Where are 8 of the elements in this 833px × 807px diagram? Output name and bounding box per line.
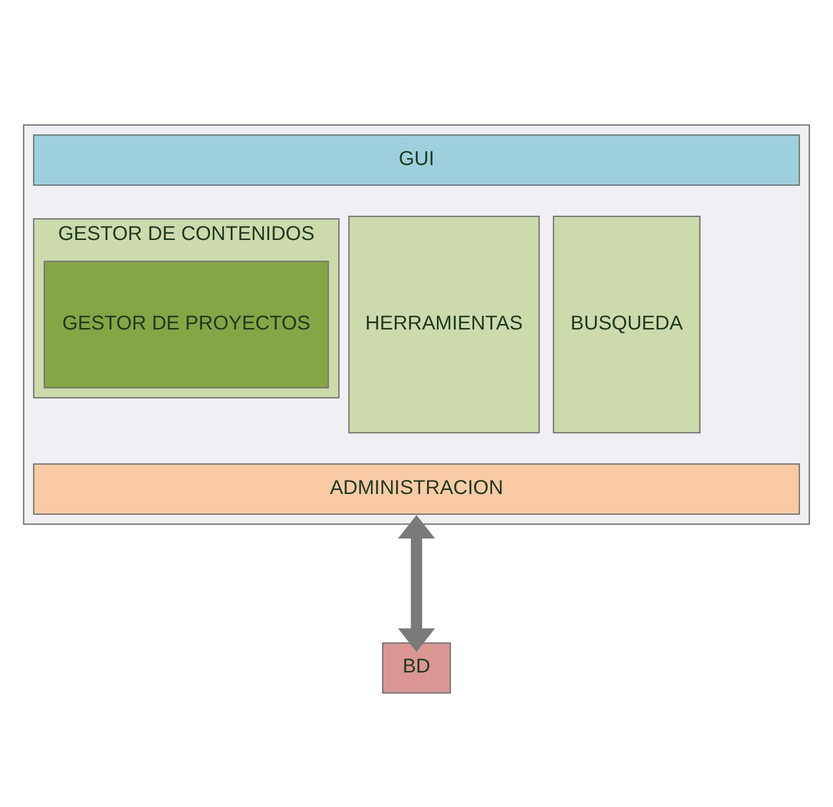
cluster bbox=[23, 124, 810, 524]
node-box: GESTOR DE PROYECTOS bbox=[44, 260, 329, 388]
arrow bbox=[398, 514, 435, 652]
node-box: ADMINISTRACION bbox=[33, 462, 800, 514]
node-box: BD bbox=[382, 642, 451, 694]
node-box: BUSQUEDA bbox=[552, 215, 700, 433]
node-box: HERRAMIENTAS bbox=[348, 215, 540, 433]
node-box: GUI bbox=[33, 134, 800, 186]
